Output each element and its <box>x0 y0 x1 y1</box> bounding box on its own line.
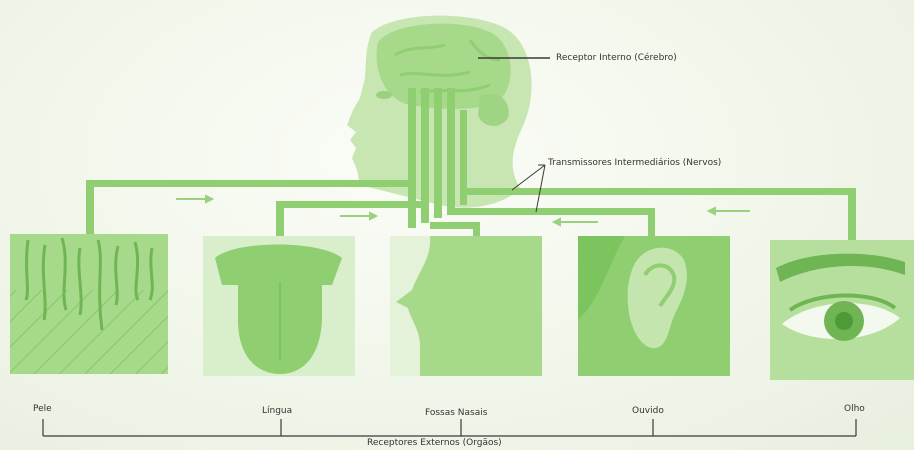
external-receptors-label: Receptores Externos (Orgãos) <box>367 438 502 449</box>
organ-panel-lingua <box>203 236 355 376</box>
organ-panel-olho <box>770 240 914 380</box>
organ-label-olho: Olho <box>844 404 865 415</box>
organ-label-pele: Pele <box>33 404 52 415</box>
organ-panel-ouvido <box>578 236 730 376</box>
external-receptors-bracket <box>43 419 856 436</box>
organ-panel-fossas <box>390 236 542 376</box>
organ-label-ouvido: Ouvido <box>632 406 664 417</box>
nerves-label: Transmissores Intermediários (Nervos) <box>548 158 721 169</box>
organ-panel-pele <box>10 234 168 374</box>
organ-label-lingua: Língua <box>262 406 292 417</box>
brain-label: Receptor Interno (Cérebro) <box>556 53 677 64</box>
organ-label-fossas: Fossas Nasais <box>425 408 487 419</box>
